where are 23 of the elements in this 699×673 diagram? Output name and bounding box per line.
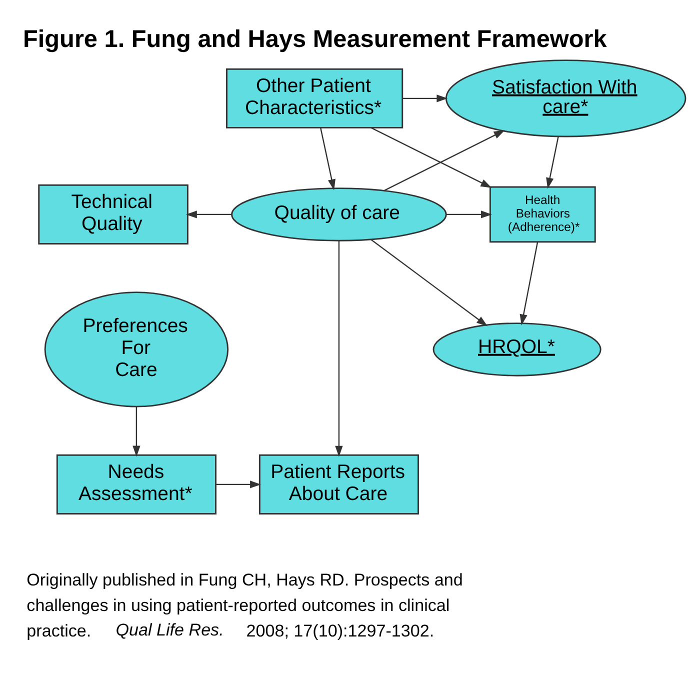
caption: Originally published in Fung CH, Hays RD. Prospects and challenges in using patient-reported outcomes in clinical practice. Qual Life Res. 2008; 17(10):1297-1302.: [26, 570, 463, 641]
node-ellipse: Satisfaction With care*: [445, 60, 686, 138]
arrow: [132, 406, 140, 457]
arrow: [370, 238, 488, 326]
arrow: [520, 242, 538, 326]
arrow: [335, 240, 343, 457]
node-ellipse: Preferences For Care: [44, 292, 229, 408]
arrow: [446, 210, 492, 218]
arrow: [216, 480, 262, 488]
arrow: [320, 128, 336, 190]
node-ellipse: HRQOL*: [432, 322, 602, 376]
node-box: Patient Reports About Care: [258, 454, 419, 514]
diagram-title: Figure 1. Fung and Hays Measurement Framework: [23, 26, 607, 54]
arrow: [370, 127, 492, 188]
node-box: Needs Assessment*: [56, 454, 216, 514]
node-ellipse: Quality of care: [231, 188, 447, 242]
node-box: Other Patient Characteristics*: [226, 68, 404, 128]
arrow: [383, 130, 505, 192]
node-box: Technical Quality: [38, 184, 188, 244]
arrow: [546, 136, 559, 189]
node-box: Health Behaviors (Adherence)*: [489, 186, 596, 243]
arrow: [402, 94, 448, 102]
arrow: [186, 210, 232, 218]
